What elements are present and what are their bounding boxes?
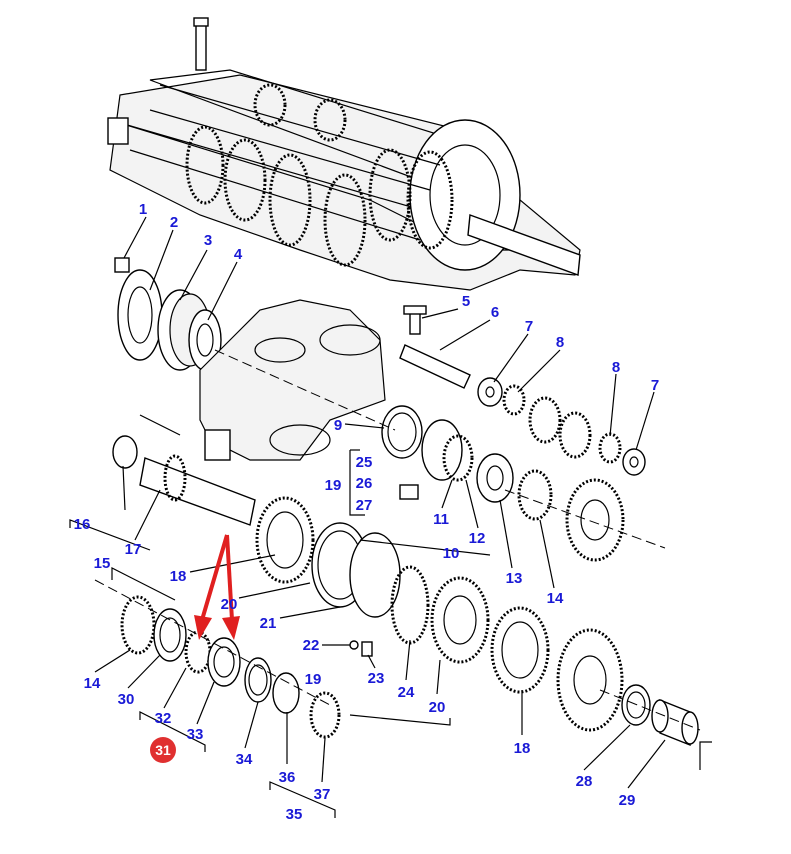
callout-label[interactable]: 15 — [94, 555, 111, 572]
callout-label[interactable]: 36 — [279, 769, 296, 786]
callout-label[interactable]: 18 — [514, 740, 531, 757]
main-shaft-parts — [112, 435, 624, 732]
callout-label[interactable]: 25 — [356, 454, 373, 471]
callout-label[interactable]: 28 — [576, 773, 593, 790]
callout-label[interactable]: 7 — [525, 318, 533, 335]
callout-label[interactable]: 10 — [443, 545, 460, 562]
callout-label[interactable]: 34 — [236, 751, 253, 768]
pin-and-small-parts — [399, 305, 646, 476]
callout-label[interactable]: 33 — [187, 726, 204, 743]
middle-row-parts — [381, 405, 625, 562]
callout-label[interactable]: 5 — [462, 293, 470, 310]
callout-label[interactable]: 13 — [506, 570, 523, 587]
callout-label[interactable]: 30 — [118, 691, 135, 708]
callout-label[interactable]: 9 — [334, 417, 342, 434]
callout-label[interactable]: 14 — [547, 590, 564, 607]
callout-label[interactable]: 20 — [221, 596, 238, 613]
callout-label[interactable]: 6 — [491, 304, 499, 321]
callout-label[interactable]: 37 — [314, 786, 331, 803]
housing-drawing — [199, 299, 386, 461]
callout-label[interactable]: 35 — [286, 806, 303, 823]
callout-label[interactable]: 24 — [398, 684, 415, 701]
callout-label[interactable]: 8 — [612, 359, 620, 376]
callout-label[interactable]: 23 — [368, 670, 385, 687]
callout-label[interactable]: 3 — [204, 232, 212, 249]
callout-label[interactable]: 27 — [356, 497, 373, 514]
callout-label[interactable]: 29 — [619, 792, 636, 809]
callout-label[interactable]: 22 — [303, 637, 320, 654]
callout-label[interactable]: 16 — [74, 516, 91, 533]
axis-lines — [94, 349, 701, 731]
lower-right-parts — [621, 684, 699, 747]
callout-label[interactable]: 2 — [170, 214, 178, 231]
callout-label[interactable]: 19 — [325, 477, 342, 494]
callout-label[interactable]: 11 — [433, 511, 449, 528]
callout-labels: 1 2 3 4 5 6 7 8 8 7 9 25 26 27 19 11 12 … — [74, 201, 660, 823]
gearbox-assembly-drawing — [107, 17, 581, 291]
callout-label[interactable]: 8 — [556, 334, 564, 351]
callout-label[interactable]: 4 — [234, 246, 243, 263]
callout-label[interactable]: 20 — [429, 699, 446, 716]
bearing-parts-upper — [114, 257, 222, 371]
callout-label[interactable]: 19 — [305, 671, 322, 688]
highlight-badge-label: 31 — [155, 742, 171, 758]
callout-label[interactable]: 21 — [260, 615, 277, 632]
highlight-badge[interactable]: 31 — [150, 737, 176, 763]
callout-label[interactable]: 18 — [170, 568, 187, 585]
callout-label[interactable]: 17 — [125, 541, 142, 558]
leader-lines — [69, 216, 712, 818]
highlight-arrows — [194, 534, 240, 640]
callout-label[interactable]: 12 — [469, 530, 486, 547]
callout-label[interactable]: 26 — [356, 475, 373, 492]
callout-label[interactable]: 14 — [84, 675, 101, 692]
lower-left-parts — [120, 595, 341, 739]
callout-label[interactable]: 32 — [155, 710, 172, 727]
callout-label[interactable]: 1 — [139, 201, 147, 218]
callout-label[interactable]: 7 — [651, 377, 659, 394]
